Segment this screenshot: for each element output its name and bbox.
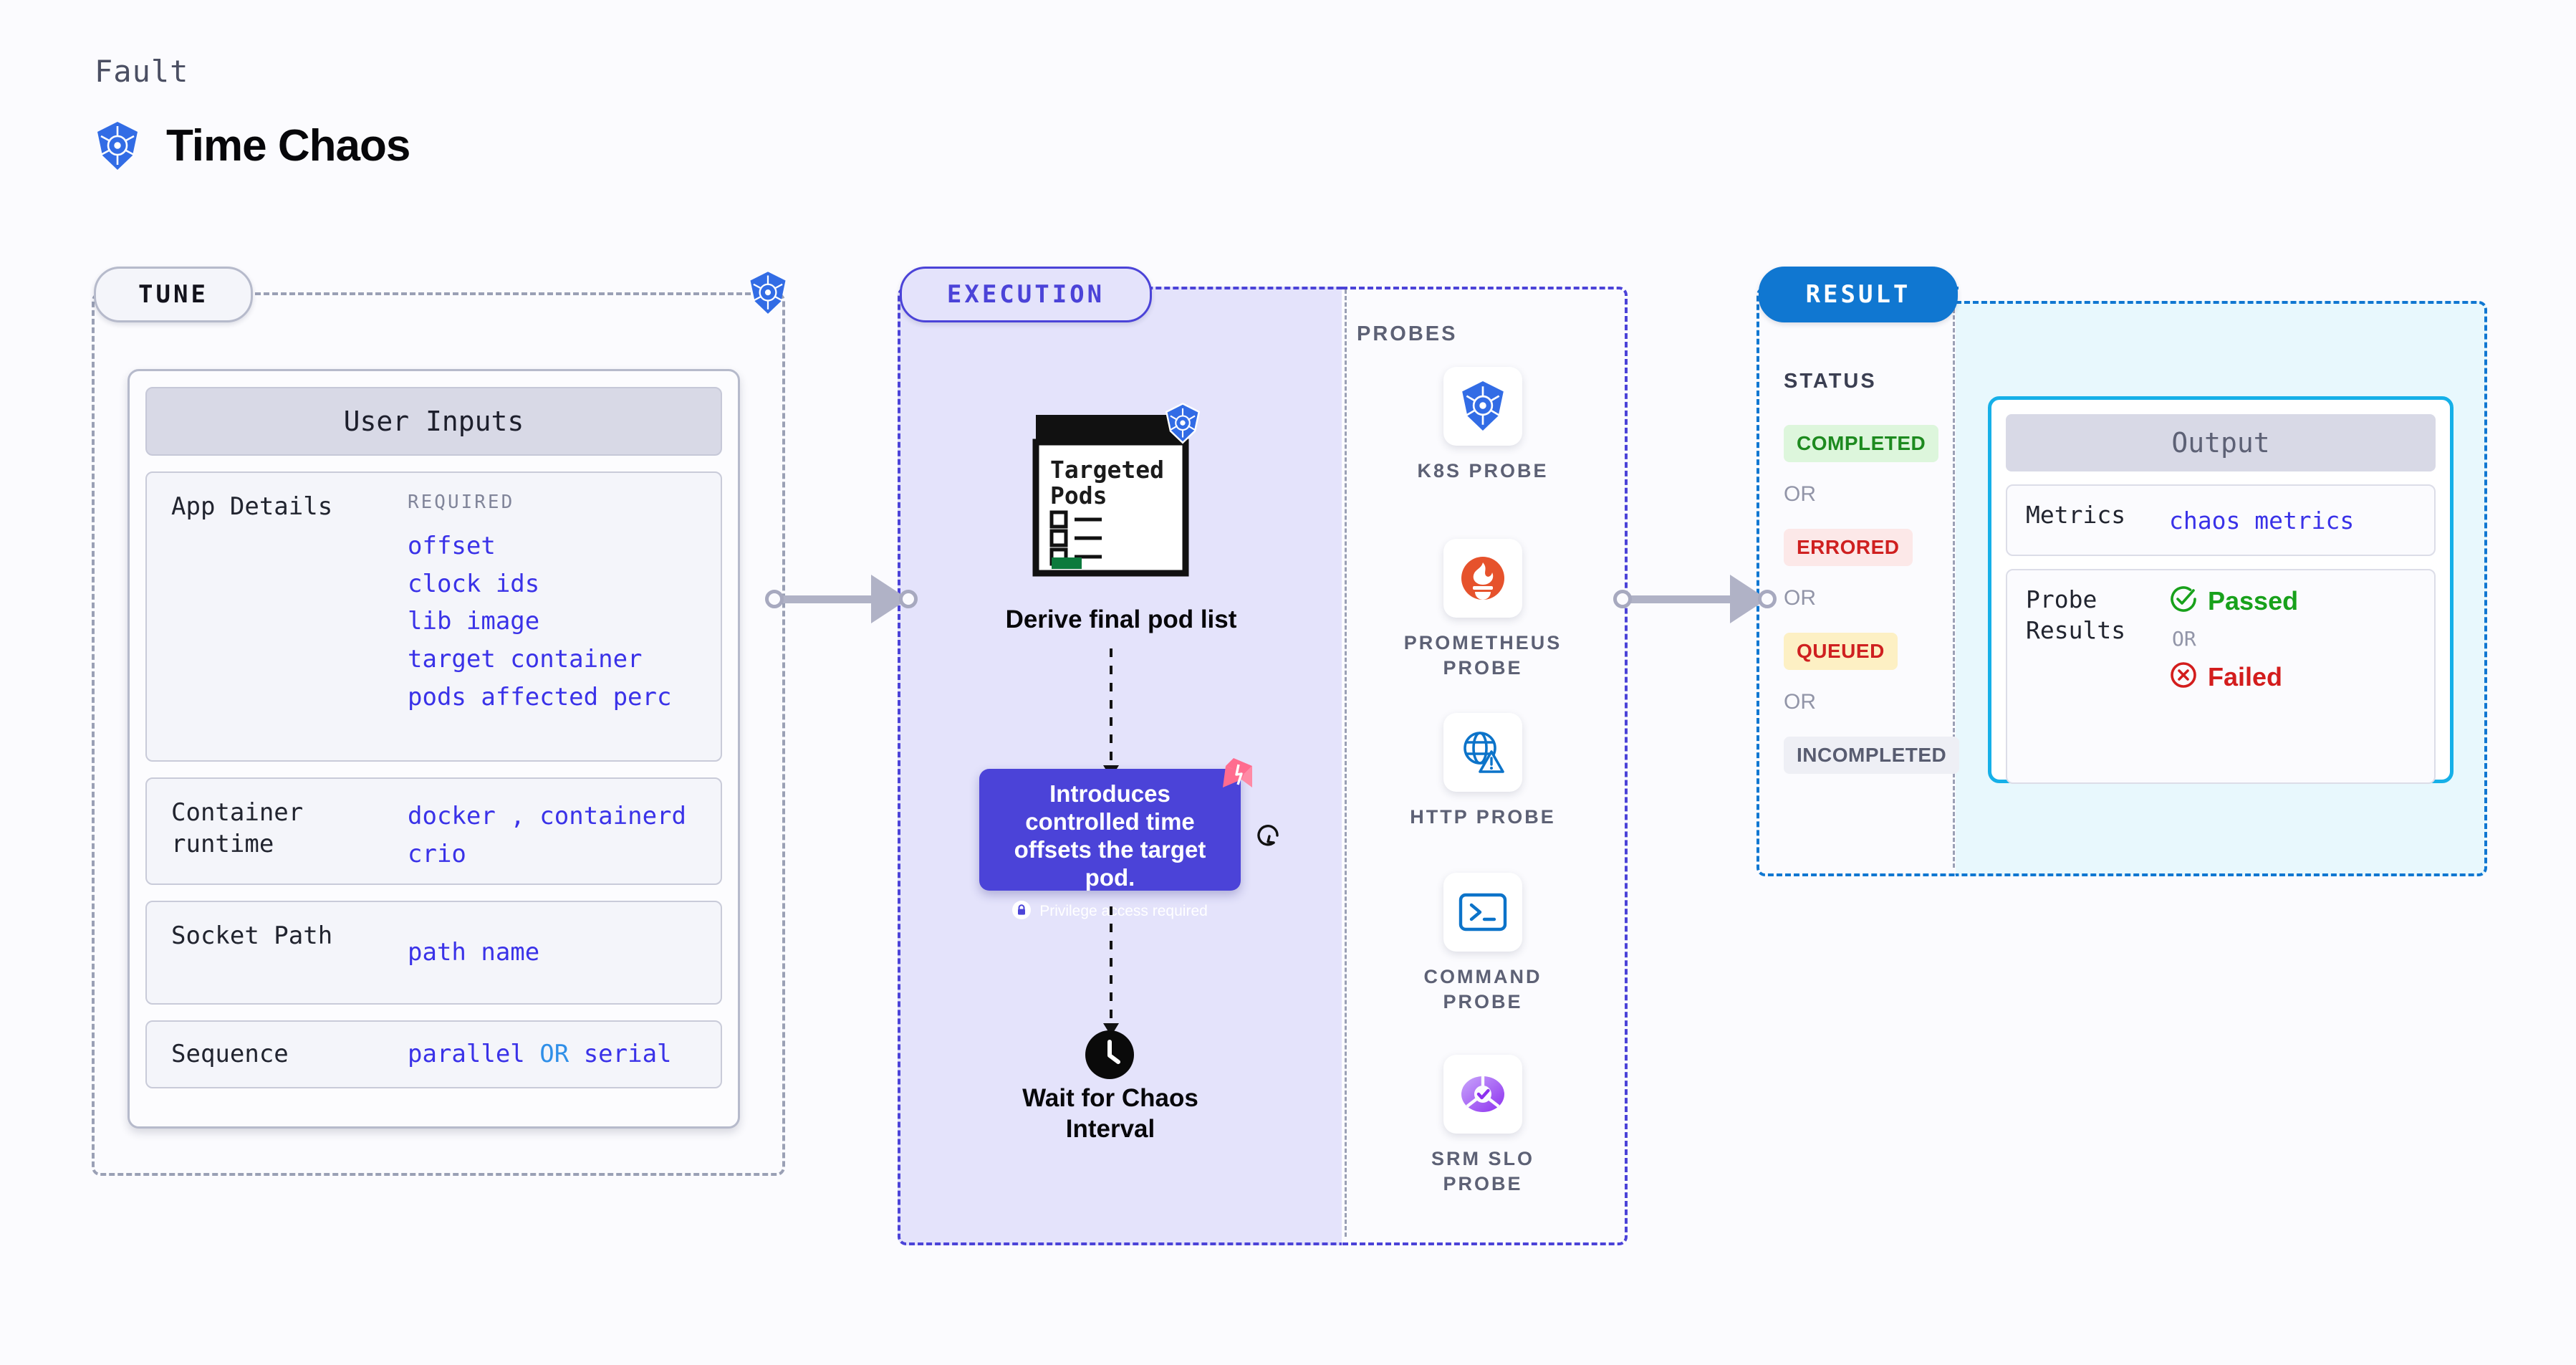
output-row-probe-results[interactable]: Probe Results Passed OR — [2006, 569, 2436, 784]
probe-label: HTTP PROBE — [1410, 806, 1556, 828]
input-row-key: App Details — [171, 492, 333, 521]
user-inputs-card: User Inputs App Details REQUIRED offset … — [128, 369, 740, 1129]
status-badge-errored: ERRORED — [1784, 529, 1913, 566]
targeted-pods-document-icon: Targeted Pods — [1030, 412, 1191, 579]
input-row-key: Sequence — [171, 1039, 289, 1068]
result-status-panel — [1756, 287, 1959, 876]
status-or-label: OR — [1784, 690, 1816, 714]
probe-item-prometheus[interactable]: PROMETHEUS PROBE — [1390, 539, 1576, 681]
probe-item-http[interactable]: HTTP PROBE — [1390, 713, 1576, 830]
probe-item-k8s[interactable]: K8S PROBE — [1390, 367, 1576, 484]
value-separator: , — [510, 802, 525, 830]
kubernetes-icon — [748, 271, 788, 319]
input-row-key: Socket Path — [171, 921, 333, 950]
status-section-title: STATUS — [1784, 370, 1877, 393]
input-value[interactable]: crio — [408, 839, 466, 868]
input-value[interactable]: serial — [583, 1040, 672, 1069]
status-or-label: OR — [1784, 482, 1816, 506]
output-row-key: Metrics — [2026, 501, 2126, 529]
x-circle-icon — [2169, 661, 2198, 693]
input-value[interactable]: offset — [408, 532, 496, 560]
globe-warning-icon — [1443, 713, 1522, 792]
connector-execution-to-result — [1613, 566, 1777, 631]
input-value[interactable]: pods affected perc — [408, 682, 672, 712]
probe-result-failed-label: Failed — [2208, 661, 2283, 691]
input-value[interactable]: clock ids — [408, 569, 540, 598]
terminal-icon — [1443, 873, 1522, 952]
srm-slo-donut-icon — [1443, 1055, 1522, 1134]
probe-result-or-label: OR — [2172, 627, 2196, 651]
execution-step-1-label: Derive final pod list — [1005, 605, 1237, 633]
probes-divider — [1345, 289, 1622, 1237]
input-value[interactable]: path name — [408, 938, 540, 967]
probe-item-srm-slo[interactable]: SRM SLO PROBE — [1390, 1055, 1576, 1197]
output-card: Output Metrics chaos metrics Probe Resul… — [1988, 396, 2454, 784]
input-value[interactable]: docker — [408, 802, 496, 830]
check-circle-icon — [2169, 585, 2198, 617]
fault-description-card: Introduces controlled time offsets the t… — [979, 769, 1241, 919]
connector-tune-to-execution — [765, 566, 918, 631]
output-row-metrics[interactable]: Metrics chaos metrics — [2006, 484, 2436, 556]
revert-arrow-icon[interactable] — [1252, 818, 1284, 853]
stage-badge-execution[interactable]: EXECUTION — [900, 267, 1152, 322]
fault-kicker-label: Fault — [95, 54, 189, 89]
output-row-value[interactable]: chaos metrics — [2169, 506, 2355, 535]
input-value[interactable]: lib image — [408, 607, 540, 636]
required-label: REQUIRED — [408, 492, 515, 513]
probe-label: SRM SLO PROBE — [1431, 1148, 1534, 1195]
input-row-app-details[interactable]: App Details REQUIRED offset clock ids li… — [145, 471, 722, 762]
value-separator: OR — [539, 1040, 569, 1069]
status-badge-completed: COMPLETED — [1784, 425, 1939, 462]
input-value[interactable]: target container — [408, 645, 643, 674]
input-value[interactable]: parallel — [408, 1040, 525, 1069]
output-row-key: Probe Results — [2026, 585, 2126, 644]
tune-stage-panel — [92, 292, 785, 1176]
status-or-label: OR — [1784, 586, 1816, 610]
execution-step-2-label: Wait for Chaos Interval — [1022, 1084, 1198, 1143]
privilege-note-text: Privilege access required — [1039, 903, 1208, 920]
probe-result-failed: Failed — [2169, 661, 2298, 693]
kubernetes-icon — [1443, 367, 1522, 446]
litmus-chaos-logo — [1213, 756, 1254, 801]
svg-text:Targeted: Targeted — [1050, 456, 1164, 484]
input-value[interactable]: containerd — [539, 802, 686, 830]
probes-section-title: PROBES — [1357, 322, 1458, 345]
input-row-socket-path[interactable]: Socket Path path name — [145, 901, 722, 1005]
probe-item-command[interactable]: COMMAND PROBE — [1390, 873, 1576, 1015]
clock-icon — [1085, 1030, 1134, 1083]
flow-arrow-down — [1103, 906, 1119, 1036]
prometheus-icon — [1443, 539, 1522, 618]
probe-label: PROMETHEUS PROBE — [1403, 632, 1562, 679]
result-divider — [1953, 289, 1958, 868]
stage-badge-tune[interactable]: TUNE — [94, 267, 253, 322]
svg-text:Pods: Pods — [1050, 482, 1107, 509]
probe-result-passed: Passed — [2169, 585, 2298, 617]
page-title: Time Chaos — [166, 121, 410, 171]
user-inputs-title: User Inputs — [145, 387, 722, 456]
probe-result-passed-label: Passed — [2208, 585, 2299, 616]
stage-badge-result[interactable]: RESULT — [1759, 267, 1958, 322]
status-badge-queued: QUEUED — [1784, 633, 1898, 670]
status-badge-incompleted: INCOMPLETED — [1784, 737, 1960, 774]
privilege-note-row: Privilege access required — [992, 900, 1228, 923]
input-row-container-runtime[interactable]: Container runtime docker , containerd cr… — [145, 777, 722, 885]
page-title-row: Time Chaos — [95, 120, 410, 171]
kubernetes-icon — [95, 121, 140, 171]
input-row-key: Container runtime — [171, 798, 304, 858]
output-title: Output — [2006, 414, 2436, 471]
flow-arrow-down — [1103, 648, 1119, 778]
kubernetes-icon — [1164, 403, 1201, 448]
input-row-sequence[interactable]: Sequence parallel OR serial — [145, 1020, 722, 1088]
probe-label: K8S PROBE — [1417, 460, 1549, 482]
probe-label: COMMAND PROBE — [1423, 966, 1542, 1013]
fault-description-text: Introduces controlled time offsets the t… — [1014, 780, 1206, 891]
lock-icon — [1012, 900, 1032, 923]
